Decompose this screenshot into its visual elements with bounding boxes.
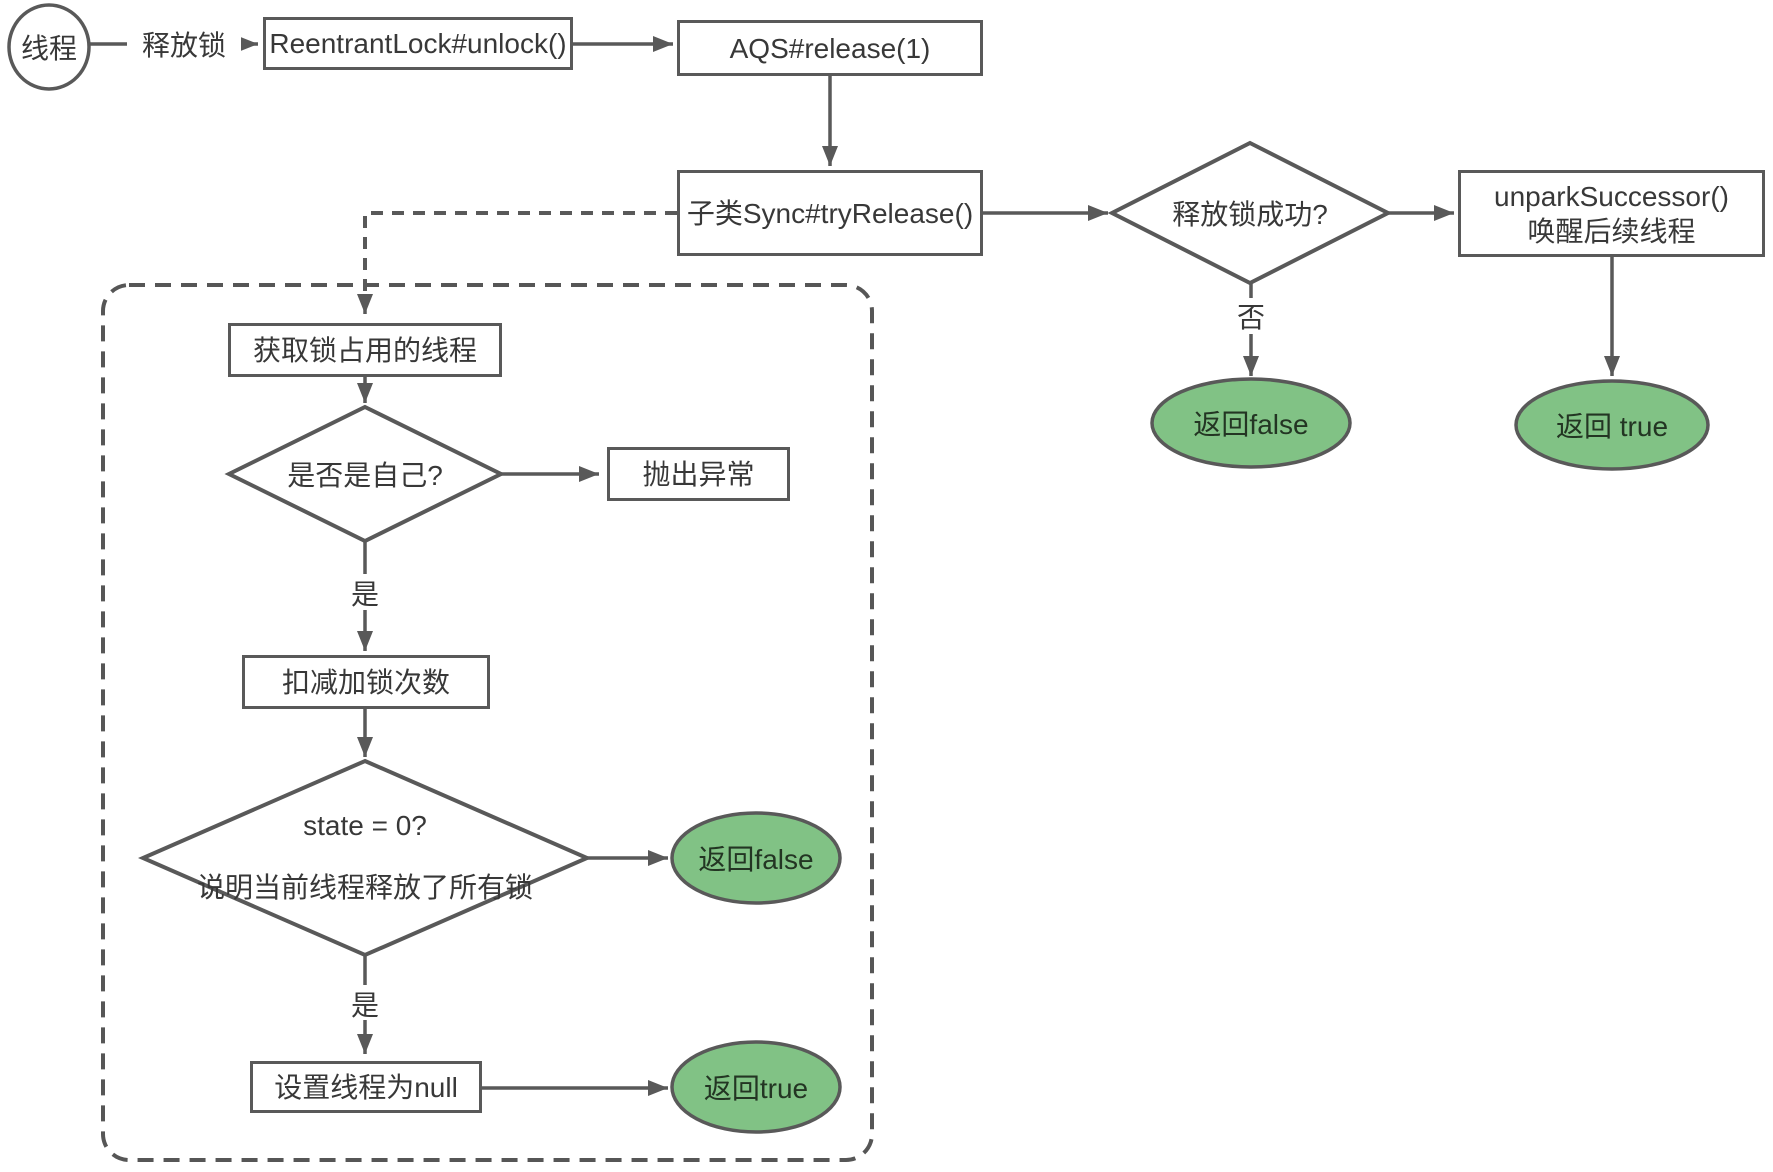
unpark-successor-line2: 唤醒后续线程	[1527, 215, 1696, 247]
unpark-successor-line1: unparkSuccessor()	[1494, 180, 1729, 212]
no-branch-label: 否	[1236, 302, 1265, 333]
aqs-release-box: AQS#release(1)	[677, 20, 983, 76]
return-false-outer-shape	[1150, 377, 1352, 469]
get-thread-box: 获取锁占用的线程	[228, 323, 502, 377]
success-diamond-shape	[1107, 140, 1393, 286]
return-true-inner-shape	[670, 1040, 842, 1134]
return-false-inner-shape	[670, 811, 842, 905]
is-self-diamond-shape	[224, 404, 506, 544]
set-null-box: 设置线程为null	[250, 1061, 482, 1113]
yes-branch-label-2: 是	[350, 990, 379, 1021]
decrement-box: 扣减加锁次数	[242, 655, 490, 709]
return-true-outer-shape	[1514, 379, 1710, 471]
try-release-detail-container	[101, 283, 874, 1162]
dashed-connector	[363, 211, 677, 296]
unlock-box: ReentrantLock#unlock()	[263, 17, 573, 70]
try-release-box: 子类Sync#tryRelease()	[677, 170, 983, 256]
yes-branch-label-1: 是	[350, 579, 379, 610]
throw-exception-box: 抛出异常	[607, 447, 790, 501]
start-circle-shape	[7, 3, 91, 91]
unpark-successor-box: unparkSuccessor() 唤醒后续线程	[1458, 170, 1765, 257]
state-zero-diamond-shape	[138, 758, 592, 958]
release-edge-label: 释放锁	[127, 26, 241, 62]
